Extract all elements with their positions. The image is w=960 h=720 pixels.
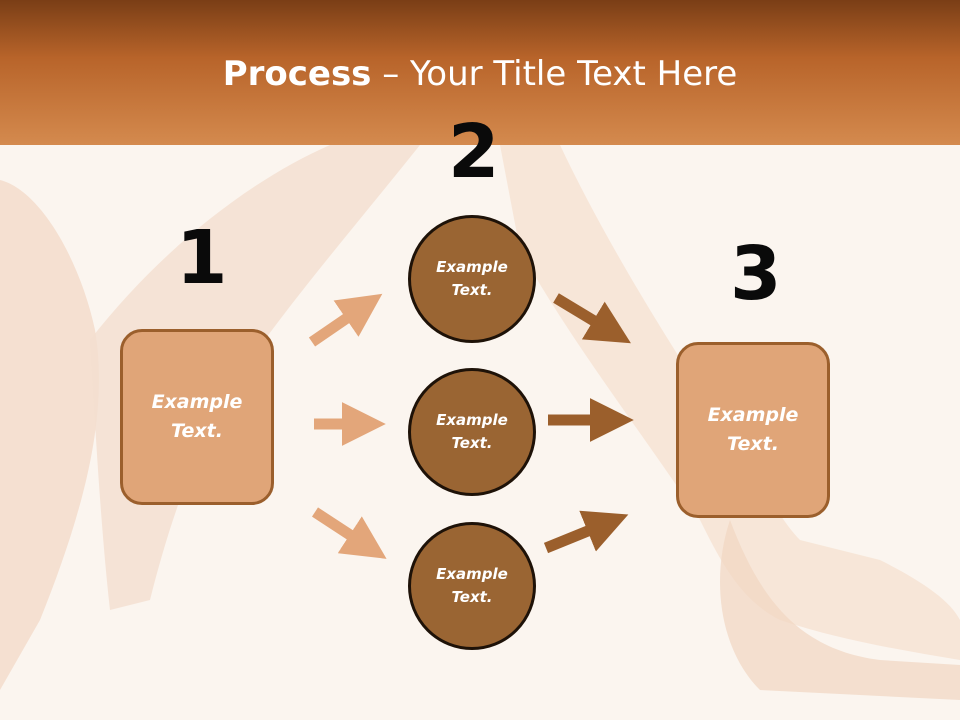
- arrow-left-to-top: [308, 293, 383, 347]
- circle-top-label: Example Text.: [436, 258, 508, 299]
- title-bold: Process: [222, 54, 372, 94]
- circle-bottom-label: Example Text.: [436, 565, 508, 606]
- circle-middle: Example Text.: [408, 368, 536, 496]
- arrow-left-to-bottom: [311, 507, 387, 559]
- step-number-1: 1: [176, 215, 228, 301]
- right-box-label: Example Text.: [707, 404, 799, 455]
- right-box: Example Text.: [676, 342, 830, 518]
- circle-bottom: Example Text.: [408, 522, 536, 650]
- step-number-2: 2: [448, 109, 500, 195]
- arrow-bottom-to-right: [543, 510, 629, 554]
- page-title: Process – Your Title Text Here: [0, 52, 960, 96]
- title-rest: – Your Title Text Here: [371, 54, 738, 94]
- arrow-top-to-right: [553, 293, 631, 344]
- step-number-3: 3: [730, 231, 782, 317]
- left-box: Example Text.: [120, 329, 274, 505]
- title-bar: [0, 0, 960, 145]
- circle-top: Example Text.: [408, 215, 536, 343]
- left-box-label: Example Text.: [151, 391, 243, 442]
- circle-middle-label: Example Text.: [436, 411, 508, 452]
